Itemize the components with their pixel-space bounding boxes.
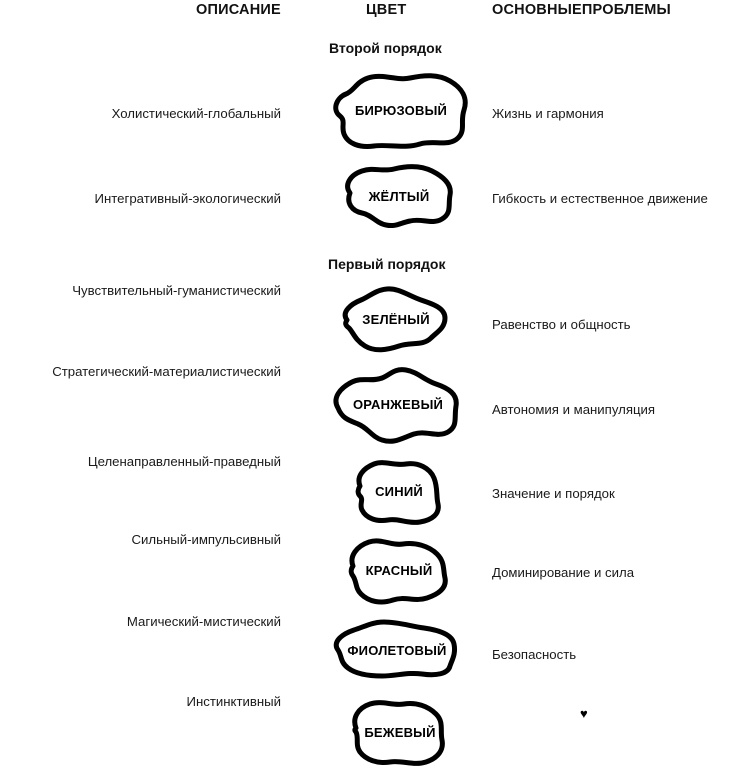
issue-label-turquoise: Жизнь и гармония — [492, 106, 604, 121]
description-label-orange: Стратегический-материалистический — [52, 364, 281, 379]
tier-label-second-order: Второй порядок — [329, 40, 442, 56]
tier-label-first-order: Первый порядок — [328, 256, 446, 272]
color-name-yellow: ЖЁЛТЫЙ — [368, 189, 430, 204]
description-label-green: Чувствительный-гуманистический — [72, 283, 281, 298]
issue-label-blue: Значение и порядок — [492, 486, 615, 501]
issue-label-red: Доминирование и сила — [492, 565, 635, 580]
issue-label-green: Равенство и общность — [492, 317, 631, 332]
issue-label-yellow: Гибкость и естественное движение — [492, 191, 708, 206]
color-blob-yellow: ЖЁЛТЫЙ — [338, 163, 460, 231]
issue-label-violet: Безопасность — [492, 647, 577, 662]
color-blob-turquoise: БИРЮЗОВЫЙ — [326, 72, 476, 154]
color-blob-red: КРАСНЫЙ — [343, 536, 455, 608]
color-blob-orange: ОРАНЖЕВЫЙ — [328, 366, 468, 446]
description-label-beige: Инстинктивный — [186, 694, 281, 709]
issue-label-orange: Автономия и манипуляция — [492, 402, 656, 417]
description-label-violet: Магический-мистический — [126, 614, 281, 629]
description-label-blue: Целенаправленный-праведный — [87, 454, 281, 469]
color-blob-blue: СИНИЙ — [350, 458, 448, 528]
color-name-beige: БЕЖЕВЫЙ — [364, 725, 436, 740]
description-label-yellow: Интегративный-экологический — [94, 191, 281, 206]
color-name-orange: ОРАНЖЕВЫЙ — [352, 397, 444, 412]
column-header-color: ЦВЕТ — [366, 2, 407, 18]
color-name-blue: СИНИЙ — [375, 484, 423, 499]
description-label-turquoise: Холистический-глобальный — [111, 106, 281, 121]
color-blob-green: ЗЕЛЁНЫЙ — [337, 284, 455, 358]
color-name-red: КРАСНЫЙ — [365, 563, 433, 578]
color-name-green: ЗЕЛЁНЫЙ — [362, 312, 430, 327]
description-label-red: Сильный-импульсивный — [131, 532, 281, 547]
heart-icon: ♥ — [580, 706, 588, 721]
color-name-turquoise: БИРЮЗОВЫЙ — [354, 103, 448, 118]
color-blob-beige: БЕЖЕВЫЙ — [346, 698, 454, 768]
color-name-violet: ФИОЛЕТОВЫЙ — [347, 643, 447, 658]
column-header-description: ОПИСАНИЕ — [196, 2, 281, 18]
column-header-key-issues: ОСНОВНЫЕПРОБЛЕМЫ — [492, 2, 671, 18]
color-blob-violet: ФИОЛЕТОВЫЙ — [330, 618, 464, 686]
